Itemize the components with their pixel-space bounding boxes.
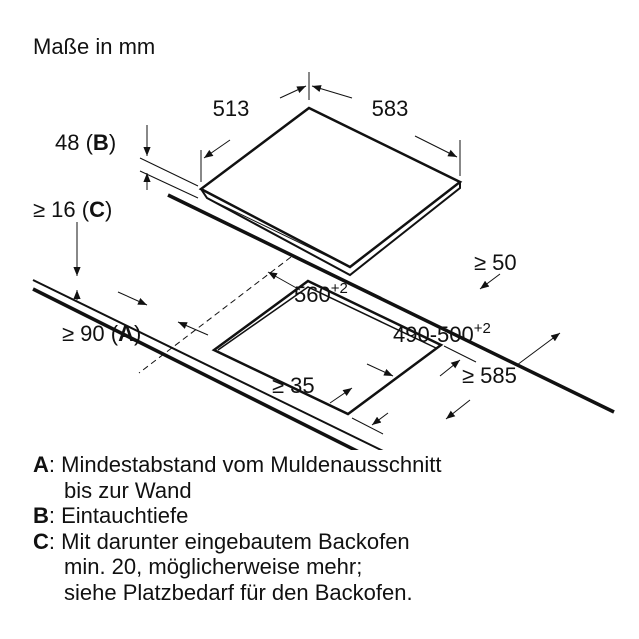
installation-diagram: 513 583 48 (B) ≥ 16 (C) 560+2 ≥ 50 490-5… [32, 72, 615, 450]
dashed-guide [138, 256, 292, 374]
countertop-front-edge-top [32, 279, 384, 450]
dim-35: ≥ 35 [272, 373, 315, 398]
cutout-inner [217, 286, 437, 351]
dim-90-a: ≥ 90 (A) [62, 321, 141, 346]
dim-50: ≥ 50 [474, 250, 517, 275]
hob-edge [200, 182, 461, 277]
legend-item-a: A: Mindestabstand vom Muldenausschnitt [33, 452, 442, 477]
legend: A: Mindestabstand vom Muldenausschnitt b… [33, 452, 442, 605]
dim-560: 560+2 [294, 280, 348, 307]
legend-item-c: C: Mit darunter eingebautem Backofen [33, 528, 410, 554]
cutout-outer [211, 279, 444, 416]
diagram-title: Maße in mm [33, 34, 156, 59]
hob-top [198, 106, 463, 269]
countertop-back-edge [167, 193, 615, 414]
legend-item-b: B: Eintauchtiefe [33, 503, 189, 528]
dim-490-500: 490-500+2 [393, 320, 491, 347]
dim-48-b: 48 (B) [55, 130, 116, 155]
dim-585: ≥ 585 [462, 363, 517, 388]
dim-16-c: ≥ 16 (C) [33, 197, 112, 222]
countertop-front-edge-bottom [32, 287, 359, 450]
dim-513: 513 [213, 96, 250, 121]
dim-583: 583 [372, 96, 409, 121]
